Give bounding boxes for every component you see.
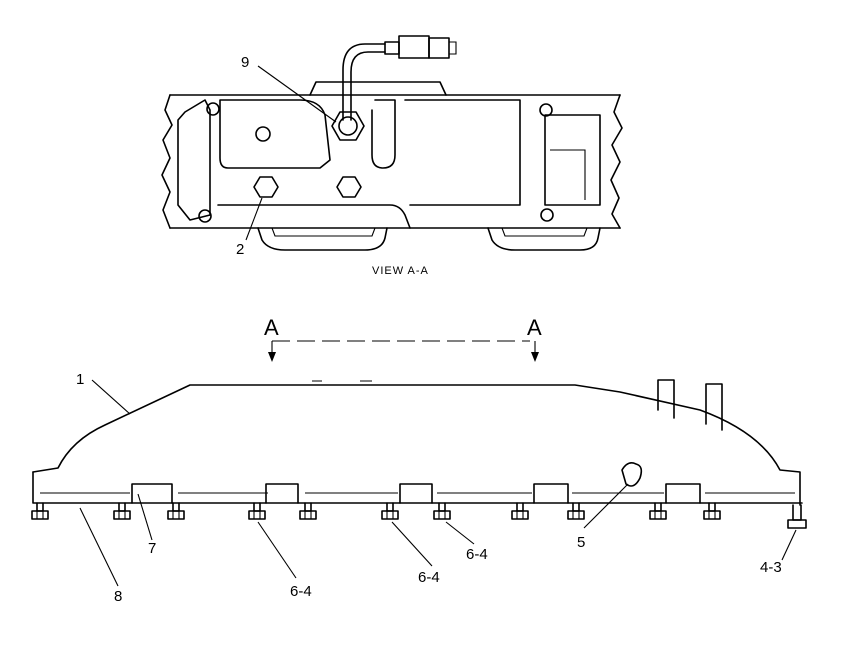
leader-2 (245, 197, 263, 241)
leader-8 (79, 507, 119, 587)
bolt (248, 502, 266, 520)
bolt (381, 502, 399, 520)
bolt (433, 502, 451, 520)
bolt (567, 502, 585, 520)
leader-6b (391, 521, 433, 567)
section-mark-left: A (264, 315, 279, 340)
callout-2: 2 (236, 241, 244, 258)
callout-6-4-a: 6-4 (290, 583, 312, 600)
leader-7 (137, 493, 153, 541)
view-a-a-drawing (161, 35, 623, 251)
section-mark-right: A (527, 315, 542, 340)
callout-6-4-c: 6-4 (466, 546, 488, 563)
callout-9: 9 (241, 54, 249, 71)
bolt (167, 502, 185, 520)
view-label: VIEW A-A (372, 265, 429, 277)
bolt (31, 502, 49, 520)
bolt (113, 502, 131, 520)
bolt (649, 502, 667, 520)
callout-5: 5 (577, 534, 585, 551)
manifold-drawing (32, 379, 803, 506)
bolt-row (31, 502, 721, 520)
bolt-4-3 (787, 504, 807, 529)
leader-9 (257, 65, 337, 123)
leader-4-3 (781, 529, 797, 561)
callout-8: 8 (114, 588, 122, 605)
leader-6a (257, 521, 297, 579)
leader-6c (445, 521, 475, 545)
callout-7: 7 (148, 540, 156, 557)
callout-1: 1 (76, 371, 84, 388)
bolt (511, 502, 529, 520)
bolt (703, 502, 721, 520)
leader-1 (91, 379, 131, 415)
section-line (268, 340, 539, 362)
callout-6-4-b: 6-4 (418, 569, 440, 586)
leader-5 (583, 483, 629, 529)
callout-4-3: 4-3 (760, 559, 782, 576)
bolt (299, 502, 317, 520)
